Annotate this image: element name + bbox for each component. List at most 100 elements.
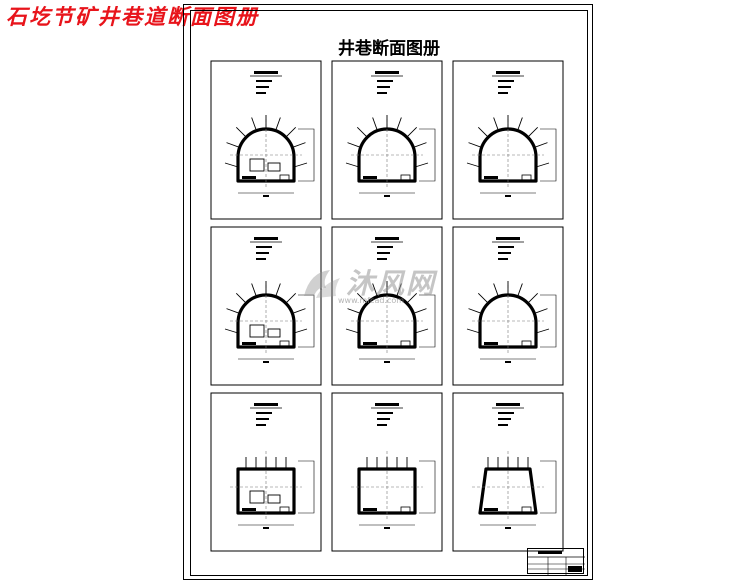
- rock-bolt: [251, 117, 257, 131]
- panel-frame: [452, 226, 564, 386]
- section-panel: [210, 392, 322, 552]
- panel-heading-block: [496, 403, 520, 406]
- rock-bolt: [406, 292, 418, 304]
- panel-spec-line: [256, 252, 269, 254]
- rock-bolt: [226, 142, 240, 148]
- water-ditch: [279, 506, 290, 513]
- panel-spec-line: [377, 424, 387, 426]
- rock-bolt: [413, 142, 427, 148]
- panel-spec-line: [256, 424, 266, 426]
- equipment-outline: [267, 494, 281, 504]
- sheet-title: 井巷断面图册: [338, 39, 440, 59]
- wall-bolt: [535, 162, 550, 168]
- panel-spec-line: [498, 246, 514, 248]
- watermark-url: www.mfcad.com: [338, 296, 405, 305]
- width-dimension-label: [263, 195, 269, 197]
- floor-track: [363, 176, 377, 179]
- rock-bolt: [396, 283, 402, 297]
- panel-spec-line: [377, 80, 393, 82]
- water-ditch: [400, 340, 411, 347]
- panel-spec-line: [377, 412, 393, 414]
- height-dimension: [540, 294, 557, 348]
- floor-track: [484, 176, 498, 179]
- height-dimension: [540, 128, 557, 182]
- floor-track: [363, 508, 377, 511]
- tunnel-section-outline: [357, 127, 417, 183]
- floor-track: [242, 176, 256, 179]
- panel-spec-line: [498, 86, 511, 88]
- panel-spec-line: [498, 412, 514, 414]
- water-ditch: [400, 174, 411, 181]
- panel-frame: [210, 392, 322, 552]
- section-panel: [331, 60, 443, 220]
- equipment-outline: [249, 324, 265, 338]
- drawing-sheet-frame: [190, 10, 588, 576]
- tunnel-section-outline: [478, 293, 538, 349]
- rock-bolt: [347, 142, 361, 148]
- rock-bolt: [468, 308, 482, 314]
- panel-spec-line: [256, 258, 266, 260]
- panel-spec-line: [377, 92, 387, 94]
- panel-spec-line: [256, 80, 272, 82]
- width-dimension-label: [384, 195, 390, 197]
- panel-spec-line: [377, 86, 390, 88]
- panel-heading-block: [375, 403, 399, 406]
- wall-bolt: [414, 162, 429, 168]
- tunnel-section-outline: [236, 127, 296, 183]
- panel-frame: [331, 392, 443, 552]
- panel-frame: [452, 60, 564, 220]
- wall-bolt: [224, 328, 239, 334]
- rock-bolt: [285, 126, 297, 138]
- equipment-outline: [267, 328, 281, 338]
- wall-bolt: [535, 328, 550, 334]
- rock-bolt: [356, 126, 368, 138]
- rock-bolt: [235, 292, 247, 304]
- rock-bolt: [527, 292, 539, 304]
- floor-track: [242, 342, 256, 345]
- width-dimension-label: [505, 195, 511, 197]
- panel-spec-line: [377, 258, 387, 260]
- rock-bolt: [406, 126, 418, 138]
- rock-bolt: [396, 117, 402, 131]
- rock-bolt: [493, 283, 499, 297]
- rock-bolt: [493, 117, 499, 131]
- section-panel: [210, 226, 322, 386]
- floor-track: [363, 342, 377, 345]
- panel-spec-line: [377, 246, 393, 248]
- panel-heading-block: [375, 71, 399, 74]
- floor-track: [484, 342, 498, 345]
- rock-bolt: [534, 142, 548, 148]
- panel-spec-line: [256, 86, 269, 88]
- wall-bolt: [414, 328, 429, 334]
- width-dimension-label: [505, 527, 511, 529]
- width-dimension-label: [263, 361, 269, 363]
- height-dimension: [298, 460, 315, 514]
- section-panel: [452, 60, 564, 220]
- height-dimension: [298, 294, 315, 348]
- water-ditch: [521, 340, 532, 347]
- tunnel-section-outline: [236, 467, 296, 515]
- panel-frame: [331, 60, 443, 220]
- panel-heading-block: [375, 237, 399, 240]
- rock-bolt: [285, 292, 297, 304]
- panel-frame: [210, 226, 322, 386]
- wall-bolt: [466, 328, 481, 334]
- overlay-title: 石圪节矿井巷道断面图册: [6, 4, 259, 29]
- watermark-logo-icon: [304, 270, 340, 298]
- panel-spec-line: [498, 92, 508, 94]
- wall-bolt: [466, 162, 481, 168]
- width-dimension-label: [505, 361, 511, 363]
- water-ditch: [279, 174, 290, 181]
- title-block-grid: [528, 551, 585, 575]
- tunnel-section-outline: [478, 127, 538, 183]
- tunnel-section-outline: [478, 467, 538, 515]
- tunnel-section-outline: [236, 293, 296, 349]
- rock-bolt: [275, 283, 281, 297]
- wall-bolt: [345, 162, 360, 168]
- panel-heading-block: [496, 237, 520, 240]
- rock-bolt: [292, 142, 306, 148]
- drawing-sheet-border: [183, 4, 593, 580]
- height-dimension: [298, 128, 315, 182]
- panel-spec-line: [498, 258, 508, 260]
- rock-bolt: [226, 308, 240, 314]
